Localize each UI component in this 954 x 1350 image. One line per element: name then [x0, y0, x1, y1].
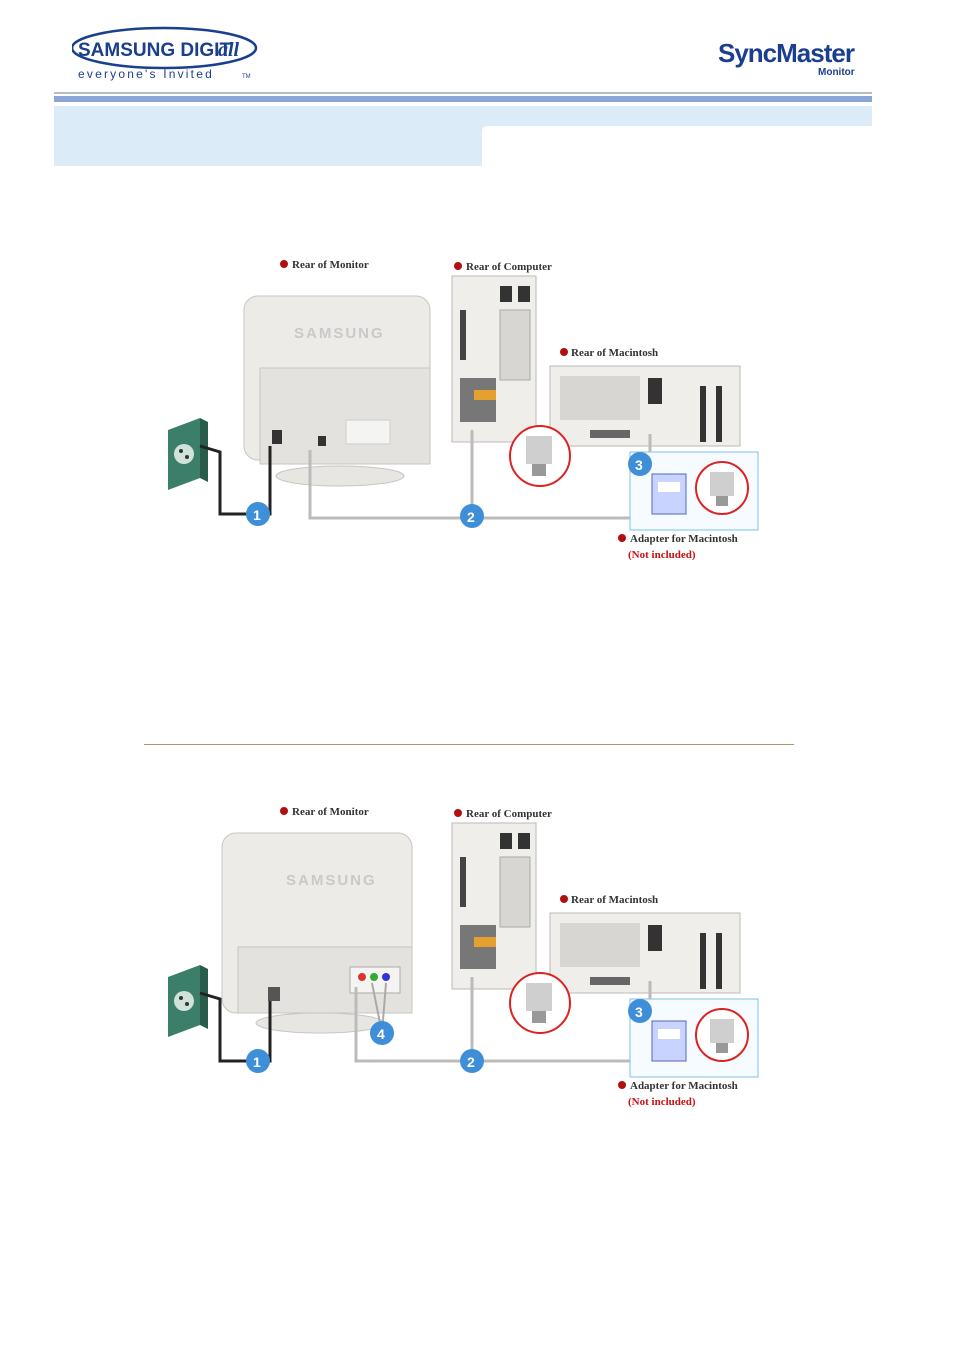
step-marker-3: 3	[628, 452, 652, 476]
step-marker-3: 3	[628, 999, 652, 1023]
svg-text:3: 3	[635, 1004, 643, 1020]
step-marker-4: 4	[370, 1021, 394, 1045]
svg-text:3: 3	[635, 457, 643, 473]
crt-monitor-rear: SAMSUNG	[244, 296, 430, 486]
label-rear-monitor: Rear of Monitor	[292, 259, 369, 271]
monitor-brand-text: SAMSUNG	[294, 325, 385, 342]
label-dot	[280, 807, 288, 815]
samsung-digitall-logo: SAMSUNG DIGIT all everyone's Invited TM	[72, 26, 262, 86]
connection-diagram-2: SAMSUNG 1 2 3 4 Rear	[160, 797, 770, 1117]
label-rear-computer: Rear of Computer	[466, 261, 552, 273]
brand-main-text: SAMSUNG DIGIT	[78, 40, 231, 61]
label-rear-computer: Rear of Computer	[466, 808, 552, 820]
label-dot	[454, 809, 462, 817]
pc-tower-rear	[452, 276, 536, 442]
svg-text:4: 4	[377, 1026, 385, 1042]
label-adapter: Adapter for Macintosh	[630, 1080, 738, 1092]
macintosh-rear	[550, 366, 740, 446]
brand-tagline: everyone's Invited	[78, 67, 214, 81]
section-banner	[54, 106, 872, 166]
svg-text:2: 2	[467, 509, 475, 525]
product-sub: Monitor	[818, 67, 855, 78]
mac-connector-zoom	[696, 1009, 748, 1061]
section-divider	[144, 744, 794, 745]
step-marker-2: 2	[460, 504, 484, 528]
mac-adapter-icon	[652, 1021, 686, 1061]
pc-tower-rear	[452, 823, 536, 989]
label-adapter: Adapter for Macintosh	[630, 533, 738, 545]
wall-outlet-icon	[168, 418, 208, 490]
step-marker-1: 1	[246, 1049, 270, 1073]
brand-tm: TM	[242, 74, 251, 80]
brand-all-text: all	[218, 39, 240, 61]
label-rear-mac: Rear of Macintosh	[571, 347, 658, 359]
step-marker-2: 2	[460, 1049, 484, 1073]
vga-connector-zoom	[510, 426, 570, 486]
mac-adapter-icon	[652, 474, 686, 514]
label-rear-monitor: Rear of Monitor	[292, 806, 369, 818]
header-divider	[54, 92, 872, 94]
svg-text:1: 1	[253, 1054, 261, 1070]
label-dot	[280, 260, 288, 268]
syncmaster-logo: SyncMaster Monitor	[716, 38, 876, 80]
svg-text:2: 2	[467, 1054, 475, 1070]
monitor-brand-text: SAMSUNG	[286, 872, 377, 889]
step-marker-1: 1	[246, 502, 270, 526]
label-dot	[618, 534, 626, 542]
label-not-included: (Not included)	[628, 549, 696, 561]
label-rear-mac: Rear of Macintosh	[571, 894, 658, 906]
label-dot	[560, 895, 568, 903]
label-dot	[454, 262, 462, 270]
wall-outlet-icon	[168, 965, 208, 1037]
vga-connector-zoom	[510, 973, 570, 1033]
product-name: SyncMaster	[718, 38, 855, 68]
label-dot	[618, 1081, 626, 1089]
connection-diagram-1: SAMSUNG 1 2 3	[160, 250, 770, 570]
header-accent-bar	[54, 96, 872, 102]
label-not-included: (Not included)	[628, 1096, 696, 1108]
label-dot	[560, 348, 568, 356]
svg-text:1: 1	[253, 507, 261, 523]
mac-connector-zoom	[696, 462, 748, 514]
macintosh-rear	[550, 913, 740, 993]
